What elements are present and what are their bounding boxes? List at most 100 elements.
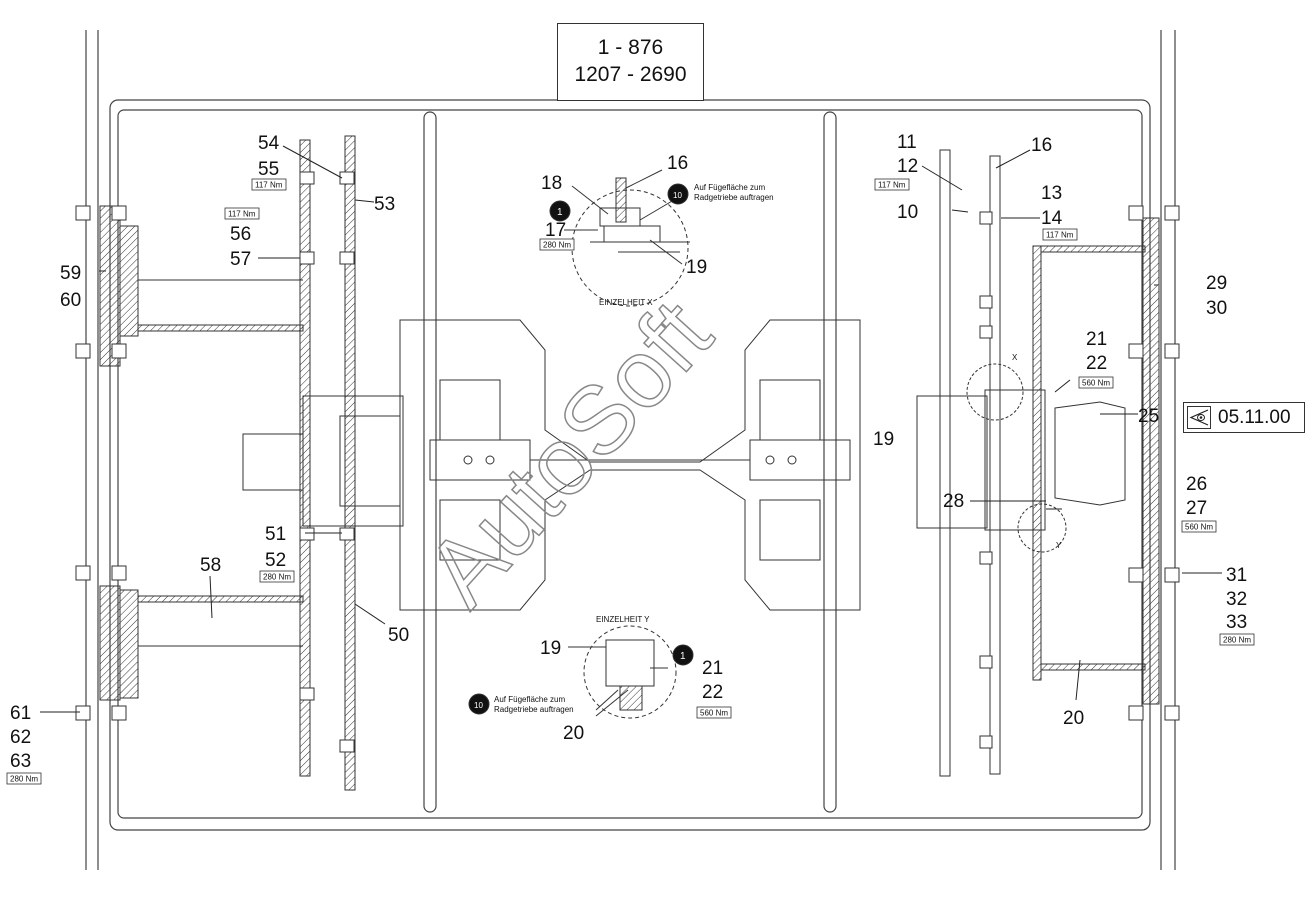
torque-label: 560 Nm xyxy=(1181,520,1217,533)
detail-x-note-1: Auf Fügefläche zum xyxy=(694,183,765,192)
callout-19: 19 xyxy=(540,638,561,659)
callout-19: 19 xyxy=(686,257,707,278)
torque-value: 280 Nm xyxy=(543,241,571,250)
serial-range-line-1: 1 - 876 xyxy=(597,36,664,59)
central-axle xyxy=(399,319,861,611)
callout-12: 12 xyxy=(897,156,918,177)
torque-label: 280 Nm xyxy=(539,238,575,251)
torque-box xyxy=(874,178,910,191)
callout-62: 62 xyxy=(10,727,31,748)
torque-box xyxy=(259,570,295,583)
torque-box xyxy=(251,178,287,191)
callout-60: 60 xyxy=(60,290,81,311)
callout-10: 10 xyxy=(897,202,918,223)
callout-56: 56 xyxy=(230,224,251,245)
leader-lines xyxy=(40,145,1222,713)
callout-layer: 54 55 53 56 57 59 60 51 52 58 50 61 62 63 16 18 17 19 19 21… xyxy=(10,132,1247,772)
torque-box xyxy=(1181,520,1217,533)
torque-label: 117 Nm xyxy=(224,207,260,220)
callout-21: 21 xyxy=(702,658,723,679)
torque-value: 117 Nm xyxy=(878,181,906,190)
callout-16: 16 xyxy=(667,153,688,174)
callout-17: 17 xyxy=(545,220,566,241)
callout-28: 28 xyxy=(943,491,964,512)
torque-layer: 117 Nm 117 Nm 280 Nm 280 Nm 280 Nm 560 Nm 117 … xyxy=(6,178,1255,785)
torque-label: 560 Nm xyxy=(696,706,732,719)
torque-value: 560 Nm xyxy=(700,709,728,718)
callout-53: 53 xyxy=(374,194,395,215)
callout-13: 13 xyxy=(1041,183,1062,204)
detail-x-marker-10: 10 xyxy=(673,191,682,200)
callout-50: 50 xyxy=(388,625,409,646)
callout-18: 18 xyxy=(541,173,562,194)
left-wheel-assembly xyxy=(75,135,404,791)
detail-labels: EINZELHEIT X Auf Fügefläche zum Radgetri… xyxy=(474,183,1062,714)
callout-58: 58 xyxy=(200,555,221,576)
callout-20: 20 xyxy=(1063,708,1084,729)
detail-y xyxy=(468,625,694,719)
callout-63: 63 xyxy=(10,751,31,772)
callout-26: 26 xyxy=(1186,474,1207,495)
torque-box xyxy=(6,772,42,785)
torque-label: 280 Nm xyxy=(259,570,295,583)
torque-box xyxy=(1219,633,1255,646)
detail-y-marker-10: 10 xyxy=(474,701,483,710)
callout-55: 55 xyxy=(258,159,279,180)
watermark-text: AutoSoft xyxy=(406,281,732,626)
view-x-marker: X xyxy=(1012,353,1018,362)
callout-32: 32 xyxy=(1226,589,1247,610)
torque-value: 117 Nm xyxy=(1046,231,1074,240)
callout-21: 21 xyxy=(1086,329,1107,350)
callout-33: 33 xyxy=(1226,612,1247,633)
callout-59: 59 xyxy=(60,263,81,284)
detail-y-note-1: Auf Fügefläche zum xyxy=(494,695,565,704)
serial-range-box: 1 - 876 1207 - 2690 xyxy=(557,23,704,101)
view-y-marker: Y xyxy=(1056,541,1062,550)
detail-x-marker-1: 1 xyxy=(557,207,563,218)
torque-label: 117 Nm xyxy=(251,178,287,191)
torque-value: 280 Nm xyxy=(10,775,38,784)
callout-14: 14 xyxy=(1041,208,1063,229)
torque-value: 560 Nm xyxy=(1082,379,1110,388)
torque-label: 560 Nm xyxy=(1078,376,1114,389)
torque-box xyxy=(1042,228,1078,241)
torque-value: 560 Nm xyxy=(1185,523,1213,532)
callout-52: 52 xyxy=(265,550,286,571)
callout-22: 22 xyxy=(1086,353,1107,374)
torque-value: 280 Nm xyxy=(263,573,291,582)
callout-31: 31 xyxy=(1226,565,1247,586)
torque-label: 280 Nm xyxy=(6,772,42,785)
detail-x-label: EINZELHEIT X xyxy=(599,298,653,307)
callout-19: 19 xyxy=(873,429,894,450)
serial-range-line-2: 1207 - 2690 xyxy=(574,63,687,86)
date-code-box: 05.11.00 xyxy=(1183,402,1305,433)
torque-box xyxy=(224,207,260,220)
callout-61: 61 xyxy=(10,703,31,724)
watermark: AutoSoft xyxy=(405,280,732,627)
torque-value: 280 Nm xyxy=(1223,636,1251,645)
torque-box xyxy=(1078,376,1114,389)
callout-27: 27 xyxy=(1186,498,1207,519)
date-code: 05.11.00 xyxy=(1218,407,1291,428)
eye-icon xyxy=(1187,406,1211,429)
torque-value: 117 Nm xyxy=(255,181,283,190)
torque-label: 117 Nm xyxy=(1042,228,1078,241)
callout-57: 57 xyxy=(230,249,251,270)
callout-22: 22 xyxy=(702,682,723,703)
detail-y-note-2: Radgetriebe auftragen xyxy=(494,705,574,714)
torque-box xyxy=(539,238,575,251)
callout-25: 25 xyxy=(1138,406,1159,427)
callout-30: 30 xyxy=(1206,298,1227,319)
callout-20: 20 xyxy=(563,723,584,744)
detail-x-note-2: Radgetriebe auftragen xyxy=(694,193,774,202)
detail-x xyxy=(549,169,690,307)
callout-54: 54 xyxy=(258,133,280,154)
torque-label: 117 Nm xyxy=(874,178,910,191)
callout-29: 29 xyxy=(1206,273,1227,294)
torque-box xyxy=(696,706,732,719)
callout-51: 51 xyxy=(265,524,286,545)
detail-y-marker-1: 1 xyxy=(680,651,686,662)
callout-16: 16 xyxy=(1031,135,1052,156)
